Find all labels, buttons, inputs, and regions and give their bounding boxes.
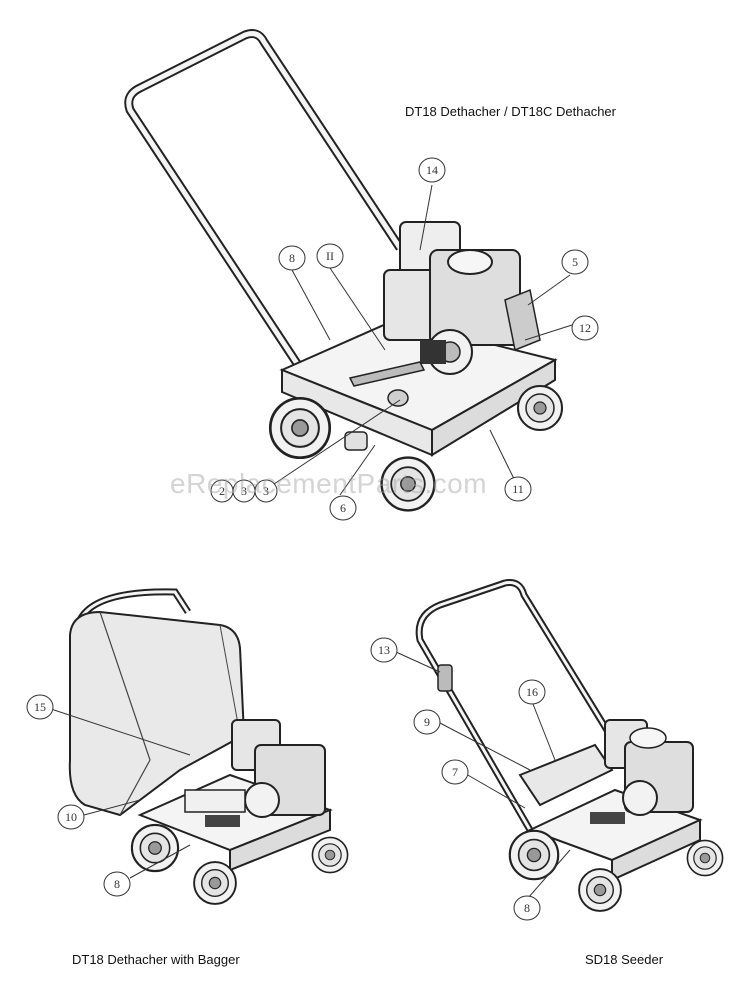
svg-text:8: 8 xyxy=(524,901,530,915)
svg-text:12: 12 xyxy=(579,321,591,335)
svg-text:II: II xyxy=(326,249,334,263)
callout-7: 7 xyxy=(441,759,469,785)
callout-10: 10 xyxy=(57,804,85,830)
svg-text:8: 8 xyxy=(289,251,295,265)
svg-text:8: 8 xyxy=(114,877,120,891)
caption-dt18-bagger: DT18 Dethacher with Bagger xyxy=(72,952,240,967)
svg-text:6: 6 xyxy=(340,501,346,515)
caption-dt18: DT18 Dethacher / DT18C Dethacher xyxy=(405,104,616,119)
callout-12: 12 xyxy=(571,315,599,341)
callout-9: 9 xyxy=(413,709,441,735)
svg-text:2: 2 xyxy=(219,484,225,498)
svg-text:10: 10 xyxy=(65,810,77,824)
callout-13: 13 xyxy=(370,637,398,663)
callout-8-seeder: 8 xyxy=(513,895,541,921)
callout-6: 6 xyxy=(329,495,357,521)
sd18-seeder-illustration xyxy=(395,579,724,912)
callout-15: 15 xyxy=(26,694,54,720)
dt18-dethacher-illustration xyxy=(124,29,573,512)
svg-text:13: 13 xyxy=(378,643,390,657)
engine xyxy=(383,221,541,375)
callout-11-roman: II xyxy=(316,243,344,269)
svg-text:14: 14 xyxy=(426,163,438,177)
svg-text:15: 15 xyxy=(34,700,46,714)
svg-text:3: 3 xyxy=(241,484,247,498)
grass-bag xyxy=(68,610,246,817)
callout-5: 5 xyxy=(561,249,589,275)
svg-text:3: 3 xyxy=(263,484,269,498)
callout-14: 14 xyxy=(418,157,446,183)
svg-text:16: 16 xyxy=(526,685,538,699)
dt18-with-bagger-illustration xyxy=(50,588,349,905)
watermark: eReplacementParts.com xyxy=(170,468,488,499)
caption-sd18-seeder: SD18 Seeder xyxy=(585,952,664,967)
svg-text:9: 9 xyxy=(424,715,430,729)
callout-8: 8 xyxy=(278,245,306,271)
callout-16: 16 xyxy=(518,679,546,705)
callout-3b: 3 xyxy=(254,479,278,503)
svg-text:11: 11 xyxy=(512,482,524,496)
svg-text:5: 5 xyxy=(572,255,578,269)
callout-8-bagger: 8 xyxy=(103,871,131,897)
callout-11: 11 xyxy=(504,476,532,502)
svg-text:7: 7 xyxy=(452,765,458,779)
